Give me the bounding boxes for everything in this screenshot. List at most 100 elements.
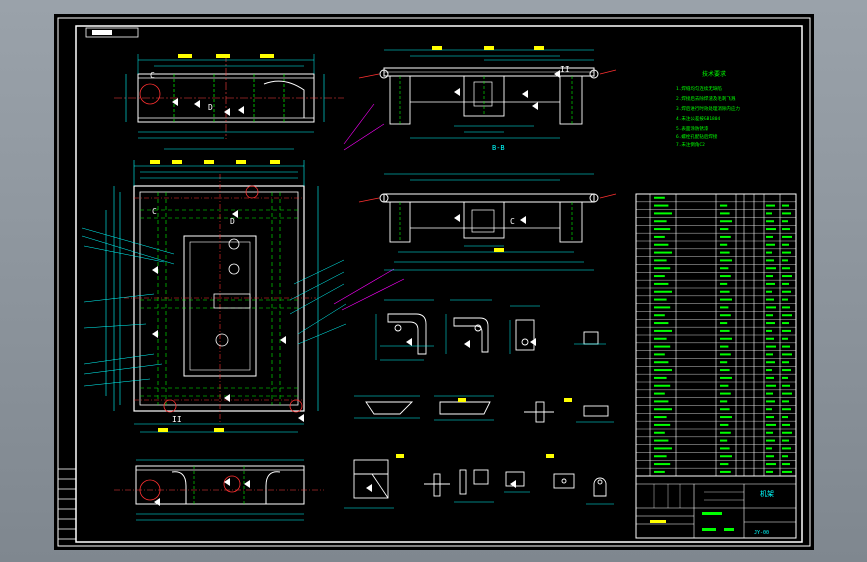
bom-cell-text — [720, 423, 729, 426]
cad-model-space[interactable]: C D — [54, 14, 814, 550]
bom-cell-text — [782, 298, 788, 301]
bom-cell-text — [766, 463, 776, 466]
svg-text:D: D — [208, 103, 213, 112]
detail-views-row1 — [375, 299, 606, 361]
bom-cell-text — [766, 345, 776, 348]
bom-cell-text — [782, 470, 792, 473]
bom-cell-text — [766, 376, 774, 379]
section-view-b-b: B-B II — [358, 46, 617, 152]
bom-cell-text — [654, 369, 672, 372]
bom-cell-text — [782, 455, 788, 458]
bom-cell-text — [654, 400, 669, 403]
bom-cell-text — [766, 290, 772, 293]
tech-notes-title: 技术要求 — [702, 70, 726, 78]
bom-cell-text — [720, 314, 731, 317]
bom-cell-text — [654, 376, 667, 379]
tech-note-1: 1.焊缝均匀连续无缺陷 — [676, 85, 722, 92]
bom-cell-text — [782, 259, 788, 262]
bom-cell-text — [654, 416, 667, 419]
bom-cell-text — [766, 314, 773, 317]
svg-text:C: C — [510, 217, 515, 226]
bom-cell-text — [782, 447, 791, 450]
bom-cell-text — [720, 455, 732, 458]
svg-text:D: D — [230, 217, 235, 226]
bom-cell-text — [654, 361, 669, 364]
bom-cell-text — [782, 243, 789, 246]
bom-cell-text — [720, 275, 731, 278]
bom-cell-text — [654, 431, 665, 434]
revision-strip — [57, 468, 77, 540]
bom-cell-text — [720, 463, 729, 466]
bom-cell-text — [654, 392, 665, 395]
bom-cell-text — [782, 384, 790, 387]
bom-cell-text — [782, 282, 789, 285]
bom-cell-text — [720, 235, 731, 238]
bom-cell-text — [654, 290, 672, 293]
bom-cell-text — [766, 337, 774, 340]
bom-cell-text — [720, 322, 728, 325]
bom-cell-text — [766, 259, 774, 262]
tech-note-5: 5.表面涂防锈漆 — [676, 125, 709, 132]
elevation-view: C — [358, 173, 617, 271]
bom-cell-text — [654, 447, 672, 450]
bom-cell-text — [654, 282, 669, 285]
title-stamp-box — [85, 27, 139, 38]
bom-cell-text — [720, 212, 730, 215]
drawing-outer-border — [57, 17, 811, 547]
svg-text:II: II — [172, 415, 182, 424]
tech-note-2: 2.焊接后去除焊渣及毛刺飞溅 — [676, 95, 736, 102]
bom-cell-text — [654, 408, 672, 411]
bom-cell-text — [782, 392, 792, 395]
bom-cell-text — [654, 384, 671, 387]
bom-cell-text — [766, 235, 773, 238]
bom-cell-text — [782, 376, 788, 379]
drawing-inner-frame — [75, 25, 803, 543]
tech-note-4: 4.未注公差按GB1804 — [676, 115, 720, 122]
bom-cell-text — [782, 369, 791, 372]
svg-text:II: II — [560, 65, 570, 74]
bom-cell-text — [766, 431, 773, 434]
bom-cell-text — [720, 306, 729, 309]
bom-cell-text — [720, 416, 732, 419]
bom-cell-text — [720, 439, 728, 442]
bom-cell-text — [766, 416, 774, 419]
svg-text:C: C — [150, 71, 155, 80]
bom-cell-text — [782, 228, 790, 231]
bom-cell-text — [654, 306, 671, 309]
bom-cell-text — [654, 322, 669, 325]
section-label: B-B — [492, 144, 505, 152]
bom-cell-text — [766, 408, 772, 411]
bom-cell-text — [766, 384, 776, 387]
bom-cell-text — [766, 329, 772, 332]
bom-cell-text — [654, 212, 672, 215]
bom-cell-text — [720, 259, 732, 262]
title-block-name: 机架 — [760, 489, 774, 498]
bom-cell-text — [720, 267, 729, 270]
bom-cell-text — [782, 439, 789, 442]
bom-cell-text — [720, 282, 728, 285]
bom-cell-text — [782, 337, 788, 340]
bom-cell-text — [766, 392, 773, 395]
bom-cell-text — [782, 306, 790, 309]
bom-cell-text — [720, 298, 732, 301]
bom-cell-text — [654, 353, 665, 356]
bom-cell-text — [766, 439, 775, 442]
bom-cell-text — [654, 423, 671, 426]
bom-cell-text — [654, 196, 665, 199]
bom-cell-text — [720, 447, 730, 450]
bom-cell-text — [654, 204, 669, 207]
bom-cell-text — [720, 290, 730, 293]
bom-cell-text — [766, 455, 774, 458]
bom-cell-text — [766, 306, 776, 309]
bom-cell-text — [654, 243, 669, 246]
bom-cell-text — [654, 439, 669, 442]
bom-cell-text — [720, 353, 731, 356]
tech-note-7: 7.未注倒角C2 — [676, 141, 705, 148]
bom-cell-text — [766, 470, 773, 473]
bom-cell-text — [720, 369, 730, 372]
bom-cell-text — [654, 259, 667, 262]
bom-cell-text — [654, 329, 672, 332]
drawing-number: JY-00 — [754, 530, 769, 536]
bom-cell-text — [654, 267, 671, 270]
title-block: 机架 JY-00 — [635, 475, 797, 539]
